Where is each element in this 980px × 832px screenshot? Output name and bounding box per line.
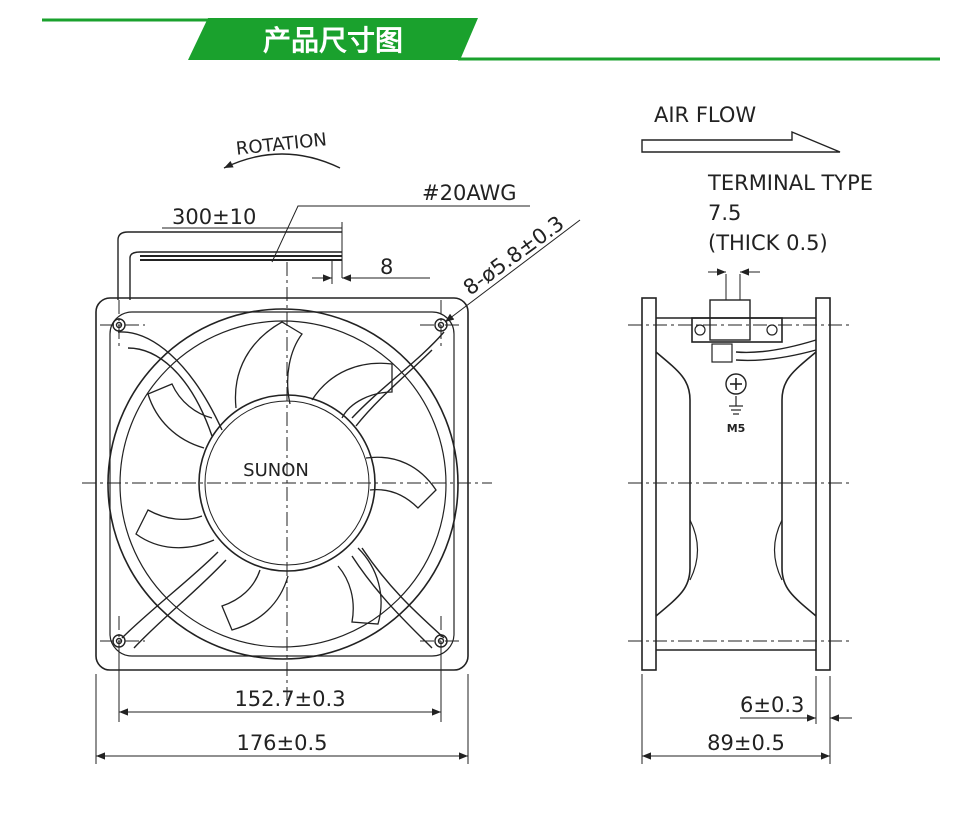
strut-bottom-right bbox=[361, 547, 445, 639]
brand-label: SUNON bbox=[243, 460, 309, 481]
frame-size-label: 176±0.5 bbox=[236, 731, 327, 755]
ground-screw-label: M5 bbox=[727, 422, 746, 435]
venturi-ring-inner bbox=[119, 320, 447, 648]
fan-hub bbox=[198, 394, 376, 572]
airflow-label: AIR FLOW bbox=[654, 103, 756, 127]
side-center-lines bbox=[628, 324, 850, 642]
hole-pitch-label: 152.7±0.3 bbox=[234, 687, 345, 711]
depth-label: 89±0.5 bbox=[707, 731, 785, 755]
wire-gauge-label: #20AWG bbox=[422, 181, 517, 205]
flange-thickness-label: 6±0.3 bbox=[740, 693, 804, 717]
lead-length-label: 300±10 bbox=[172, 205, 256, 229]
venturi-ring-outer bbox=[107, 308, 459, 660]
side-flange-right bbox=[815, 297, 831, 671]
side-flange-left bbox=[641, 297, 657, 671]
terminal-thick-label: (THICK 0.5) bbox=[708, 231, 828, 255]
front-center-lines bbox=[82, 262, 492, 700]
fan-frame-inner bbox=[109, 311, 455, 657]
front-view bbox=[82, 153, 581, 764]
strut-bottom-left bbox=[121, 551, 219, 639]
fan-frame-outer bbox=[95, 297, 469, 671]
side-view bbox=[628, 130, 852, 764]
header-title: 产品尺寸图 bbox=[263, 24, 403, 57]
strip-length-label: 8 bbox=[380, 255, 393, 279]
strut-top-right bbox=[351, 331, 445, 419]
lead-wires bbox=[117, 231, 342, 300]
impeller-blades bbox=[135, 321, 437, 631]
mounting-holes bbox=[112, 318, 448, 648]
ground-screw-icon bbox=[725, 373, 747, 415]
hole-spec-label: 8-ø5.8±0.3 bbox=[459, 211, 569, 300]
strut-top-left bbox=[117, 331, 223, 431]
header-banner: 产品尺寸图 bbox=[42, 18, 940, 61]
airflow-arrow bbox=[641, 130, 841, 153]
header-title-tab bbox=[188, 18, 478, 60]
side-body-top bbox=[655, 351, 691, 617]
terminal-width-label: 7.5 bbox=[708, 201, 741, 225]
terminal-block bbox=[691, 317, 783, 343]
terminal-type-label: TERMINAL TYPE bbox=[707, 171, 873, 195]
rotation-label: ROTATION bbox=[235, 129, 328, 159]
rotation-arrow bbox=[223, 153, 341, 169]
